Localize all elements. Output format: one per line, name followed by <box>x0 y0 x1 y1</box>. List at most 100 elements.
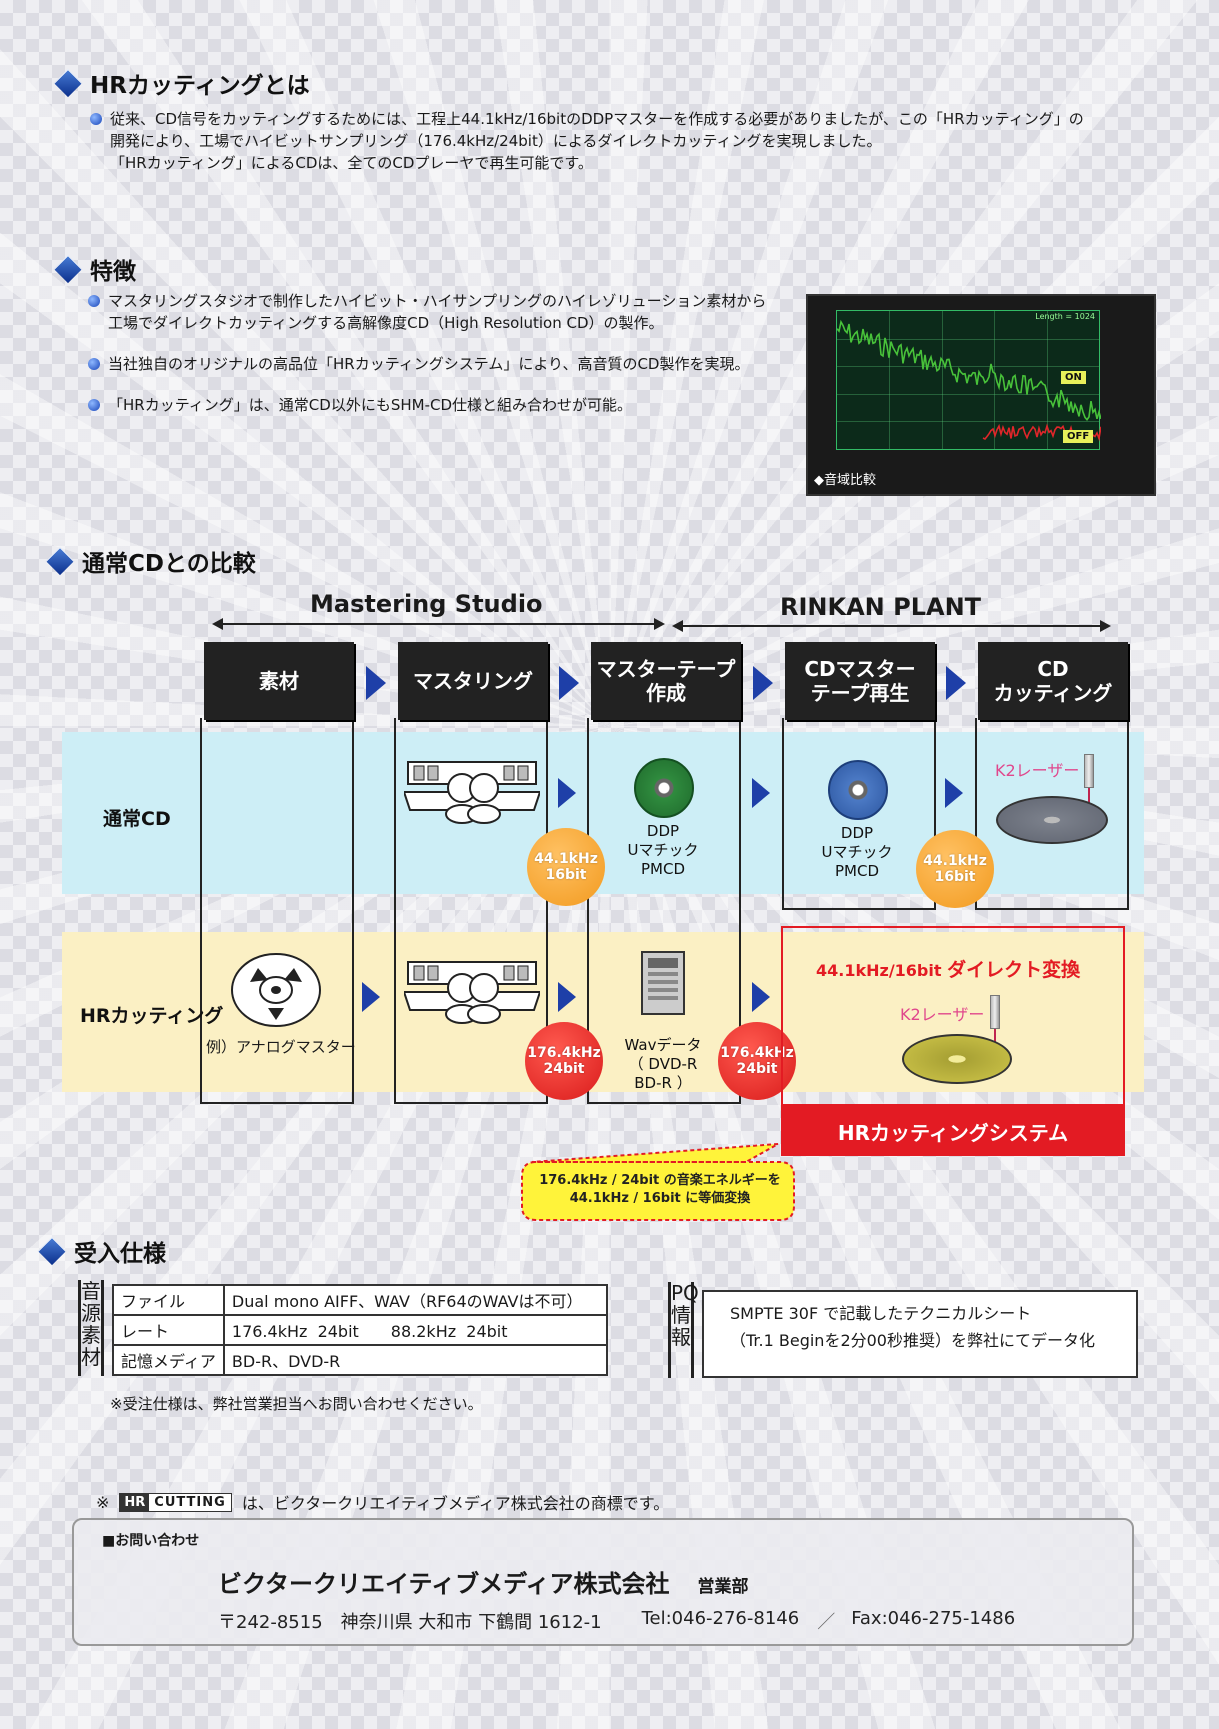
order-note: ※受注仕様は、弊社営業担当へお問い合わせください。 <box>110 1395 483 1413</box>
feature-line: 「HRカッティング」は、通常CD以外にもSHM-CD仕様と組み合わせが可能。 <box>108 396 633 414</box>
source-material-label: 音源素材 <box>78 1280 104 1376</box>
intro-line: 開発により、工場でハイビットサンプリング（176.4kHz/24bit）によるダ… <box>110 132 882 150</box>
laser-head-icon <box>990 995 1000 1029</box>
fax-number: Fax:046-275-1486 <box>851 1608 1016 1629</box>
column-head-mastering: マスタリング <box>398 642 548 720</box>
pq-line: SMPTE 30F で記載したテクニカルシート <box>730 1304 1032 1323</box>
range-line <box>222 623 656 625</box>
intro-paragraph: 従来、CD信号をカッティングするためには、工程上44.1kHz/16bitのDD… <box>90 108 1200 174</box>
contact-heading: ■お問い合わせ <box>102 1533 200 1549</box>
blue-dot-icon <box>90 113 102 125</box>
section-heading-features: 特徴 <box>53 252 136 286</box>
mastering-console-icon <box>404 961 540 1024</box>
feature-item: 当社独自のオリジナルの高品位「HRカッティングシステム」により、高音質のCD製作… <box>88 353 788 375</box>
feature-line: 工場でダイレクトカッティングする高解像度CD（High Resolution C… <box>108 314 664 332</box>
section-heading-hr-cutting: HRカッティングとは <box>53 66 310 100</box>
flow-arrow-icon <box>752 778 770 808</box>
intro-line: 従来、CD信号をカッティングするためには、工程上44.1kHz/16bitのDD… <box>110 110 1084 128</box>
flow-arrow-icon <box>558 982 576 1012</box>
spec-key: 記憶メディア <box>112 1344 225 1376</box>
heading-text: HRカッティングとは <box>90 73 310 99</box>
blue-dot-icon <box>88 295 100 307</box>
k2-laser-label: K2レーザー <box>900 1005 985 1024</box>
hr-cutting-system-frame <box>781 926 1125 1106</box>
trademark-mark: ※ <box>96 1492 110 1512</box>
flow-arrow-icon <box>559 666 579 700</box>
address: 神奈川県 大和市 下鶴間 1612-1 <box>340 1612 602 1633</box>
frequency-spectrum-image: Length = 1024 ON OFF ◆音域比較 <box>806 294 1156 496</box>
range-line <box>682 625 1102 627</box>
table-row: 記憶メディア BD-R、DVD-R <box>112 1344 609 1376</box>
storage-drive-icon <box>641 951 685 1015</box>
spec-value: BD-R、DVD-R <box>222 1344 609 1376</box>
blue-dot-icon <box>88 399 100 411</box>
range-arrow-right-icon <box>1100 620 1111 632</box>
column-body-mastering <box>394 718 548 1104</box>
column-body-cd-master <box>782 718 936 910</box>
direct-convert-label: 44.1kHz/16bit ダイレクト変換 <box>816 959 1081 981</box>
analog-master-label: 例）アナログマスター <box>206 1038 356 1056</box>
flow-arrow-icon <box>945 778 963 808</box>
section-heading-comparison: 通常CDとの比較 <box>45 544 256 578</box>
pq-info-box: SMPTE 30F で記載したテクニカルシート （Tr.1 Beginを2分00… <box>702 1290 1138 1378</box>
flow-arrow-icon <box>366 666 386 700</box>
flow-arrow-icon <box>362 982 380 1012</box>
range-arrow-left-icon <box>212 618 223 630</box>
mastering-studio-label: Mastering Studio <box>310 590 543 618</box>
spec-value: Dual mono AIFF、WAV（RF64のWAVは不可） <box>222 1284 609 1316</box>
feature-item: 「HRカッティング」は、通常CD以外にもSHM-CD仕様と組み合わせが可能。 <box>88 394 788 416</box>
column-body-cd-cutting <box>975 718 1129 910</box>
rinkan-plant-label: RINKAN PLANT <box>780 593 982 621</box>
column-head-master-tape: マスターテープ作成 <box>591 642 741 720</box>
intro-line: 「HRカッティング」によるCDは、全てのCDプレーヤで再生可能です。 <box>110 154 593 172</box>
spectrum-caption: ◆音域比較 <box>814 473 876 488</box>
column-head-cd-master: CDマスターテープ再生 <box>785 642 935 720</box>
on-trace <box>837 319 1101 421</box>
analog-tape-reel-icon <box>231 953 321 1027</box>
heading-text: 通常CDとの比較 <box>82 551 256 577</box>
pq-info-label: PQ情報 <box>668 1282 699 1378</box>
off-label: OFF <box>1063 430 1094 443</box>
hr-cutting-system-label: HRカッティングシステム <box>781 1106 1125 1156</box>
on-label: ON <box>1061 371 1086 384</box>
diamond-bullet-icon <box>37 1236 67 1266</box>
gold-disc-icon <box>902 1034 1012 1084</box>
tel-number: Tel:046-276-8146 <box>641 1608 800 1629</box>
heading-text: 受入仕様 <box>74 1241 166 1267</box>
row-label-hr-cutting: HRカッティング <box>80 1005 224 1027</box>
flow-arrow-icon <box>558 778 576 808</box>
spec-value: 176.4kHz 24bit 88.2kHz 24bit <box>222 1314 609 1346</box>
blue-dot-icon <box>88 358 100 370</box>
spec-key: ファイル <box>112 1284 225 1316</box>
hr-cutting-logo: HR CUTTING <box>119 1492 232 1512</box>
diamond-bullet-icon <box>53 254 83 284</box>
range-arrow-left-icon <box>672 620 683 632</box>
section-heading-acceptance: 受入仕様 <box>37 1234 166 1268</box>
separator: ／ <box>817 1612 836 1633</box>
spec-table: ファイル Dual mono AIFF、WAV（RF64のWAVは不可） レート… <box>112 1284 609 1376</box>
flow-arrow-icon <box>753 666 773 700</box>
pq-line: （Tr.1 Beginを2分00秒推奨）を弊社にてデータ化 <box>730 1331 1095 1350</box>
green-disc-icon <box>634 758 694 818</box>
feature-line: マスタリングスタジオで制作したハイビット・ハイサンプリングのハイレゾリューション… <box>108 292 767 310</box>
column-body-master-tape <box>587 718 741 1104</box>
company-line: ビクタークリエイティブメディア株式会社 営業部 <box>218 1564 748 1599</box>
row-label-normal-cd: 通常CD <box>103 808 171 830</box>
spec-key: レート <box>112 1314 225 1346</box>
department: 営業部 <box>697 1577 749 1597</box>
table-row: レート 176.4kHz 24bit 88.2kHz 24bit <box>112 1314 609 1346</box>
mastering-console-icon <box>404 761 540 824</box>
flow-arrow-icon <box>946 666 966 700</box>
feature-item: マスタリングスタジオで制作したハイビット・ハイサンプリングのハイレゾリューション… <box>88 290 788 334</box>
postal-code: 〒242-8515 <box>218 1612 323 1633</box>
trademark-text: は、ビクタークリエイティブメディア株式会社の商標です。 <box>241 1494 670 1513</box>
